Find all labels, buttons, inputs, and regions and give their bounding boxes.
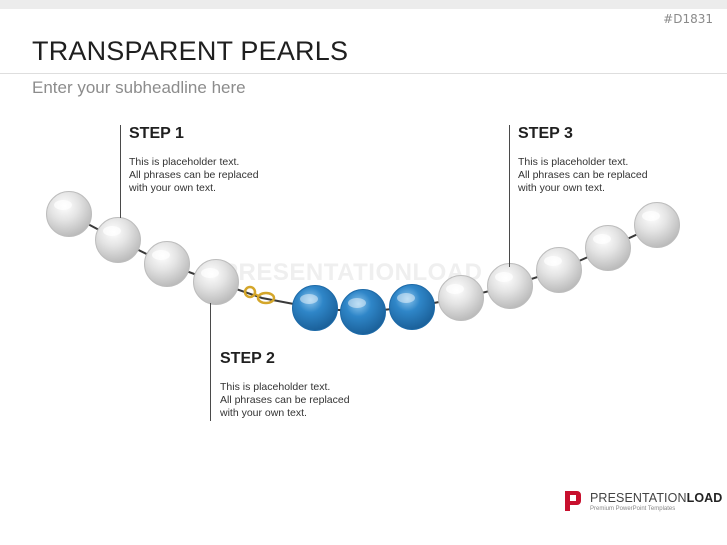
step1-line-2: All phrases can be replaced — [129, 169, 259, 181]
slide-subtitle[interactable]: Enter your subheadline here — [32, 78, 246, 97]
pearl-highlight — [495, 272, 513, 282]
step3-title[interactable]: STEP 3 — [518, 125, 573, 142]
pearl — [585, 225, 631, 271]
slide-title[interactable]: TRANSPARENT PEARLS — [32, 36, 349, 66]
pearl-highlight — [103, 226, 121, 236]
pearl-highlight — [642, 211, 660, 221]
slide-id: #D1831 — [663, 12, 713, 26]
step2-title[interactable]: STEP 2 — [220, 350, 275, 367]
pearl — [438, 275, 484, 321]
step3-leader-line — [509, 125, 510, 267]
step1-leader-line — [120, 125, 121, 218]
pearl — [193, 259, 239, 305]
step3-line-1: This is placeholder text. — [518, 156, 629, 168]
pearl-highlighted — [292, 285, 338, 331]
step2-line-2: All phrases can be replaced — [220, 394, 350, 406]
step3-line-3: with your own text. — [518, 182, 605, 194]
top-bar — [0, 0, 727, 9]
pearl-highlighted — [340, 289, 386, 335]
clasp-icon — [243, 285, 276, 305]
pearl-highlight — [593, 234, 611, 244]
pearl-highlight — [348, 298, 366, 308]
watermark: PRESENTATIONLOAD — [222, 259, 483, 286]
step1-title[interactable]: STEP 1 — [129, 125, 184, 142]
step2-text[interactable]: This is placeholder text. All phrases ca… — [220, 381, 390, 420]
step1-text[interactable]: This is placeholder text. All phrases ca… — [129, 156, 299, 195]
brand-logo: PRESENTATIONLOAD Premium PowerPoint Temp… — [563, 489, 722, 515]
brand-mark-icon — [565, 491, 581, 511]
brand-name: PRESENTATIONLOAD — [590, 491, 723, 505]
step3-text[interactable]: This is placeholder text. All phrases ca… — [518, 156, 688, 195]
step1-line-1: This is placeholder text. — [129, 156, 240, 168]
pearl-highlight — [446, 284, 464, 294]
pearl — [95, 217, 141, 263]
step2-line-1: This is placeholder text. — [220, 381, 331, 393]
brand-tagline: Premium PowerPoint Templates — [590, 506, 676, 512]
pearl — [46, 191, 92, 237]
pearl — [536, 247, 582, 293]
title-divider — [0, 73, 727, 74]
pearl — [144, 241, 190, 287]
pearl-highlight — [54, 200, 72, 210]
pearl-highlight — [152, 250, 170, 260]
step2-leader-line — [210, 303, 211, 421]
pearl-highlight — [300, 294, 318, 304]
pearl-highlight — [201, 268, 219, 278]
pearl-highlight — [544, 256, 562, 266]
pearl — [487, 263, 533, 309]
step3-line-2: All phrases can be replaced — [518, 169, 648, 181]
step1-line-3: with your own text. — [129, 182, 216, 194]
pearl-highlight — [397, 293, 415, 303]
pearl-highlighted — [389, 284, 435, 330]
step2-line-3: with your own text. — [220, 407, 307, 419]
pearls-group — [46, 191, 680, 335]
pearl — [634, 202, 680, 248]
